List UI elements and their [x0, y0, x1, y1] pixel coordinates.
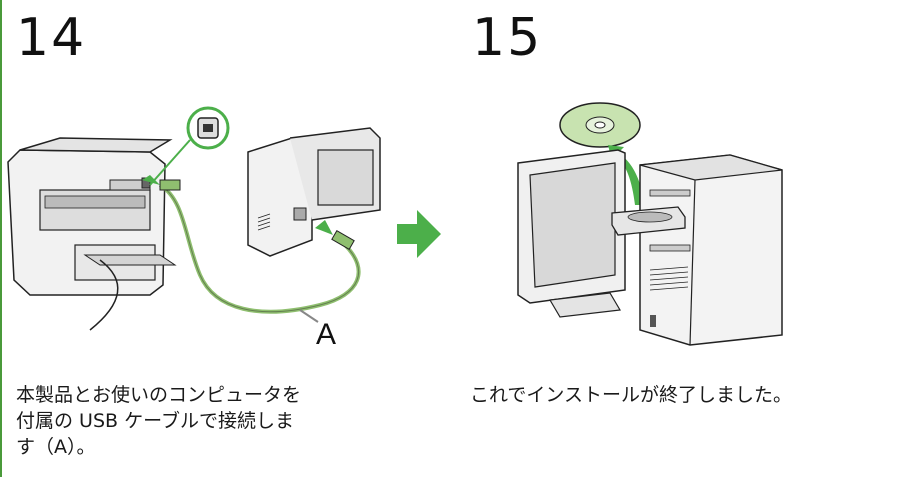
printer-icon [7, 137, 177, 331]
usb-port-icon [149, 106, 230, 186]
page-margin-rule [0, 0, 2, 477]
computer-tower-icon [611, 154, 783, 346]
step-15-number: 15 [472, 8, 543, 68]
caption-line: 付属の USB ケーブルで接続しま [16, 410, 294, 432]
caption-line: 本製品とお使いのコンピュータを [16, 384, 302, 406]
step-15-caption: これでインストールが終了しました。 [470, 382, 870, 408]
cd-disc-icon [559, 102, 641, 148]
step-14-number: 14 [16, 8, 87, 68]
step-14-caption: 本製品とお使いのコンピュータを 付属の USB ケーブルで接続しま す（A）。 [16, 382, 386, 460]
printer-to-computer-usb-illustration [7, 106, 381, 331]
eject-arrow-icon [608, 145, 645, 205]
caption-line: す（A）。 [16, 436, 96, 458]
computer-tower-icon [247, 127, 381, 257]
usb-cable-icon [142, 175, 361, 323]
cable-callout-label: A [316, 318, 337, 351]
caption-line: これでインストールが終了しました。 [470, 384, 793, 406]
arrow-right-icon [397, 210, 441, 258]
cd-ejected-computer-illustration [517, 102, 783, 346]
monitor-icon [517, 149, 626, 318]
